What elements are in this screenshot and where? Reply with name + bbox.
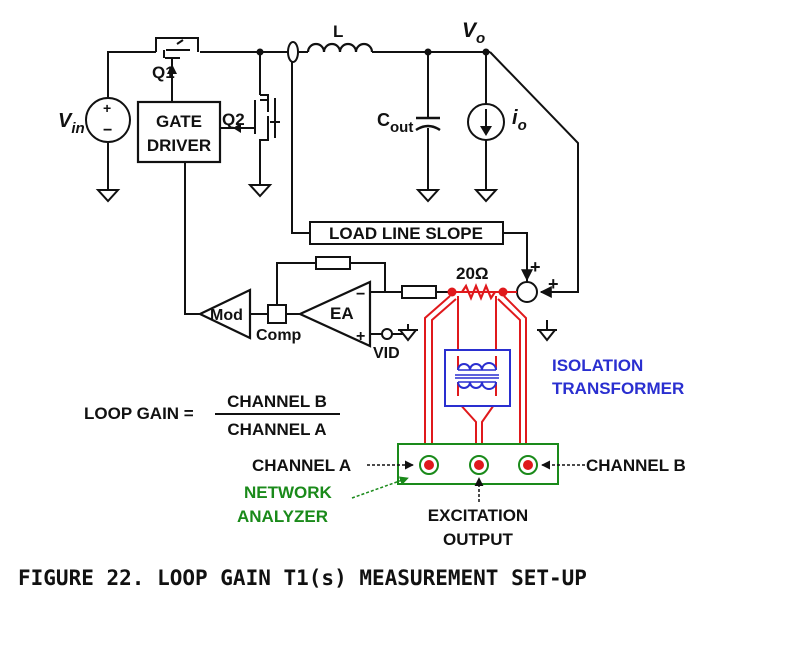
injection-resistor (461, 283, 496, 301)
probe-wiring (424, 291, 527, 460)
ea-plus-sign: + (356, 328, 365, 345)
label-cout: Cout (377, 110, 413, 136)
analyzer-ports (419, 455, 538, 475)
ea-amplifier (297, 280, 372, 348)
isolation-label-2: TRANSFORMER (552, 379, 684, 398)
ea-minus-sign: − (356, 286, 365, 303)
gate-driver-label-1: GATE (156, 112, 202, 131)
network-analyzer-label-2: ANALYZER (237, 507, 328, 526)
label-resistor: 20Ω (456, 264, 489, 283)
label-io: io (512, 107, 527, 134)
inductor-l (306, 42, 374, 53)
label-ea: EA (330, 304, 354, 323)
load-line-slope-box (309, 221, 504, 245)
label-q2: Q2 (222, 110, 245, 129)
q1-transistor (163, 39, 184, 59)
junction-dots (256, 48, 490, 56)
label-comp: Comp (256, 327, 302, 344)
q2-diode (270, 118, 280, 126)
vin-source: + − (85, 97, 131, 143)
loop-gain-denominator: CHANNEL A (227, 420, 326, 439)
q2-gate-arrow (233, 123, 241, 133)
label-vid: VID (373, 345, 400, 362)
label-vo: Vo (462, 19, 485, 47)
excitation-label-2: OUTPUT (443, 530, 514, 549)
analyzer-pointer-arrow (351, 476, 409, 499)
sum-plus-right: + (548, 274, 559, 294)
comp-box (267, 304, 287, 324)
load-line-slope-label: LOAD LINE SLOPE (329, 224, 483, 243)
cout-capacitor (415, 116, 441, 132)
isolation-transformer (444, 349, 511, 407)
summing-junction (516, 281, 538, 303)
q1-gate-arrow (167, 64, 177, 74)
loop-gain-label: LOOP GAIN = (84, 404, 194, 423)
label-vin: Vin (58, 110, 85, 137)
excitation-label-1: EXCITATION (428, 506, 528, 525)
gate-driver-label-2: DRIVER (147, 136, 211, 155)
feedback-resistor (315, 256, 351, 270)
label-inductor: L (333, 22, 343, 41)
loop-gain-numerator: CHANNEL B (227, 392, 327, 411)
isolation-label-1: ISOLATION (552, 356, 643, 375)
gate-driver-box (136, 100, 222, 164)
current-sense-loop (287, 41, 299, 63)
svg-text:−: − (103, 122, 112, 139)
mod-block (197, 288, 252, 340)
svg-text:+: + (103, 100, 111, 116)
sum-plus-top: + (530, 257, 541, 277)
network-analyzer-label-1: NETWORK (244, 483, 333, 502)
channel-a-label: CHANNEL A (252, 456, 351, 475)
io-current-source (467, 103, 505, 141)
probe-dots (447, 287, 508, 297)
vid-terminal (381, 328, 393, 340)
label-mod: Mod (210, 307, 243, 324)
input-resistor (401, 285, 437, 299)
channel-b-label: CHANNEL B (586, 456, 686, 475)
figure-caption: FIGURE 22. LOOP GAIN T1(s) MEASUREMENT S… (18, 566, 587, 590)
label-q1: Q1 (152, 63, 175, 82)
